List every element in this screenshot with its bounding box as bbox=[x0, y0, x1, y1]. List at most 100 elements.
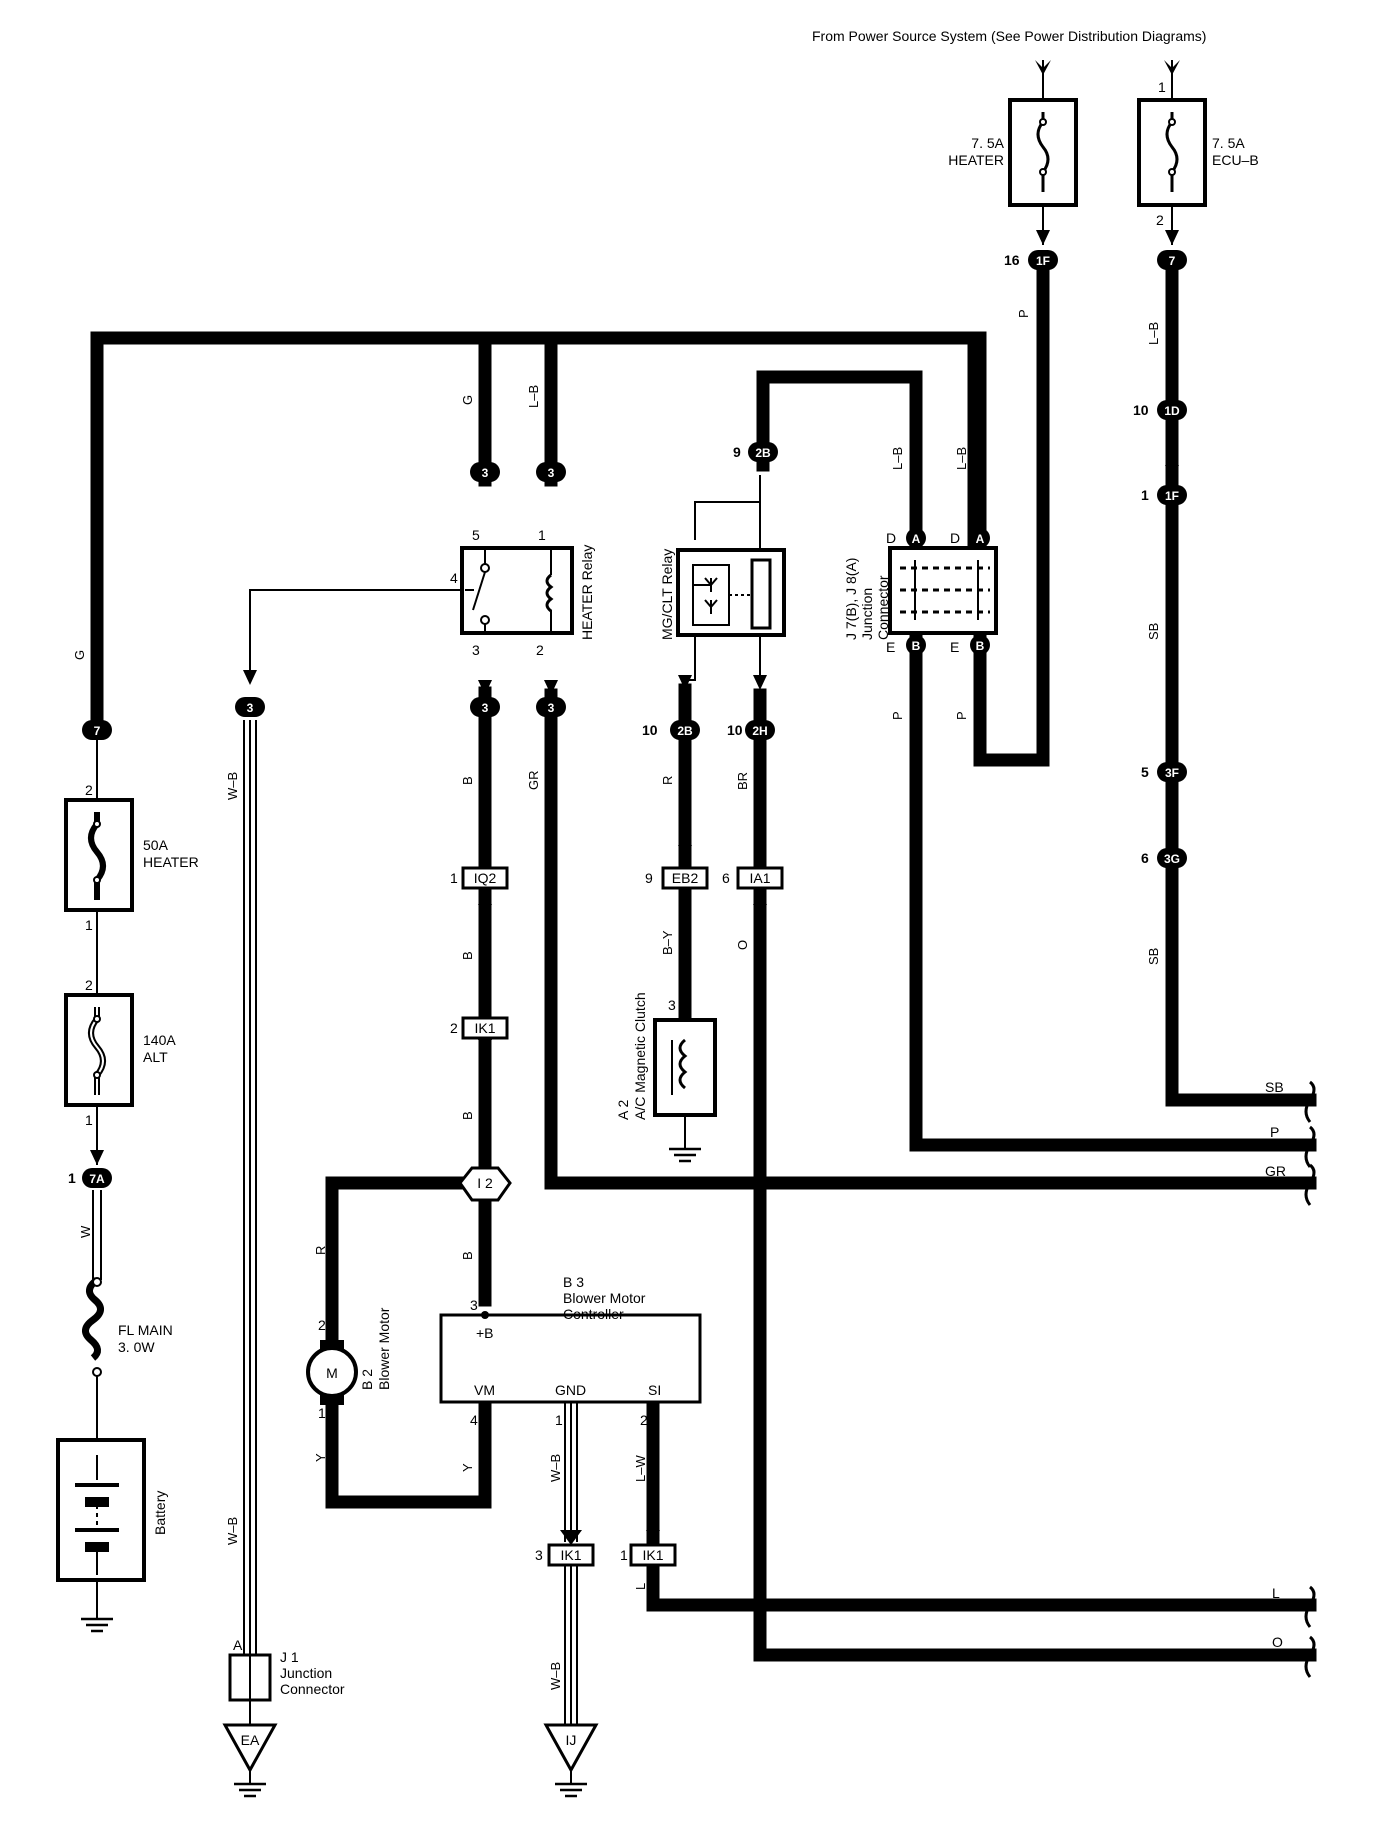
svg-text:R: R bbox=[313, 1246, 328, 1255]
fuse-alt-140a: 140A ALT bbox=[64, 993, 176, 1107]
svg-text:B: B bbox=[460, 1111, 475, 1120]
connector-7-left: 7 bbox=[82, 720, 112, 740]
pin-relay-1: 1 bbox=[538, 527, 546, 543]
svg-text:L–W: L–W bbox=[633, 1455, 648, 1482]
pin-j-e2: E bbox=[950, 639, 959, 655]
motor-symbol: M bbox=[326, 1365, 338, 1381]
svg-text:O: O bbox=[735, 940, 750, 950]
fuse-heater-7-5a-name: HEATER bbox=[948, 152, 1004, 168]
svg-text:B–Y: B–Y bbox=[660, 930, 675, 955]
svg-text:L–B: L–B bbox=[1146, 322, 1161, 345]
svg-text:3: 3 bbox=[482, 701, 489, 715]
controller-name2: Controller bbox=[563, 1306, 624, 1322]
mg-clt-relay-label: MG/CLT Relay bbox=[659, 549, 675, 640]
svg-text:B: B bbox=[912, 639, 921, 653]
pin-ecu-b-in: 1 bbox=[1158, 79, 1166, 95]
pin-9-eb2: 9 bbox=[645, 870, 653, 886]
pin-1-iq2: 1 bbox=[450, 870, 458, 886]
svg-text:IK1: IK1 bbox=[560, 1547, 581, 1563]
j1-name1: Junction bbox=[280, 1665, 332, 1681]
ground-ij-icon bbox=[553, 1768, 589, 1798]
blower-motor: M B 2 Blower Motor bbox=[306, 1307, 392, 1405]
svg-text:B: B bbox=[460, 1251, 475, 1260]
connector-3-b: 3 bbox=[470, 697, 500, 717]
svg-text:I 2: I 2 bbox=[477, 1175, 493, 1191]
ground-ij-label: IJ bbox=[566, 1732, 577, 1748]
svg-text:GR: GR bbox=[526, 771, 541, 791]
rect-connectors: EB2 IA1 IQ2 IK1 IK1 IK1 I 2 bbox=[458, 866, 784, 1567]
pin-j-d2: D bbox=[950, 530, 960, 546]
pin-ecu-b-out: 2 bbox=[1156, 212, 1164, 228]
pin-si-2: 2 bbox=[640, 1412, 648, 1428]
pin-relay-2: 2 bbox=[536, 642, 544, 658]
svg-text:3: 3 bbox=[482, 466, 489, 480]
ac-clutch-name: A/C Magnetic Clutch bbox=[632, 992, 648, 1120]
svg-text:IK1: IK1 bbox=[474, 1020, 495, 1036]
ac-magnetic-clutch: A 2 A/C Magnetic Clutch bbox=[615, 992, 717, 1120]
svg-text:IA1: IA1 bbox=[749, 870, 770, 886]
svg-text:1F: 1F bbox=[1036, 254, 1050, 268]
svg-text:L–B: L–B bbox=[890, 447, 905, 470]
cont-l: L bbox=[1272, 1585, 1280, 1601]
connector-1f-mid: 1F bbox=[1157, 485, 1187, 505]
terminal-vm: VM bbox=[474, 1382, 495, 1398]
connector-7-ecu: 7 bbox=[1157, 250, 1187, 270]
svg-text:3F: 3F bbox=[1165, 766, 1179, 780]
connector-3f: 3F bbox=[1157, 762, 1187, 782]
fuse-heater-7-5a-rating: 7. 5A bbox=[971, 135, 1004, 151]
fuse-ecu-b-name: ECU–B bbox=[1212, 152, 1259, 168]
svg-text:3G: 3G bbox=[1164, 852, 1180, 866]
cont-sb: SB bbox=[1265, 1079, 1284, 1095]
svg-text:A: A bbox=[912, 532, 921, 546]
connector-ik1-b: IK1 bbox=[547, 1543, 595, 1567]
svg-text:Y: Y bbox=[460, 1463, 475, 1472]
junction-connector-j1: J 1 Junction Connector bbox=[228, 1649, 345, 1702]
svg-text:2B: 2B bbox=[755, 446, 771, 460]
ground-ea-label: EA bbox=[241, 1732, 260, 1748]
svg-text:EB2: EB2 bbox=[672, 870, 699, 886]
ground-ea: EA bbox=[222, 1723, 278, 1774]
pin-6-ia1: 6 bbox=[722, 870, 730, 886]
pin-3-ik1: 3 bbox=[535, 1547, 543, 1563]
connector-3-lb: 3 bbox=[536, 462, 566, 482]
connector-3-g: 3 bbox=[470, 462, 500, 482]
connector-7a: 7A bbox=[82, 1168, 112, 1188]
j1-code: J 1 bbox=[280, 1649, 299, 1665]
battery-label: Battery bbox=[152, 1491, 168, 1535]
svg-text:W–B: W–B bbox=[225, 1517, 240, 1545]
svg-text:SB: SB bbox=[1146, 623, 1161, 640]
junction-j7-j8-line3: Connector bbox=[875, 575, 891, 640]
fuse-ecu-b: 7. 5A ECU–B bbox=[1137, 98, 1259, 207]
connector-2b: 2B bbox=[670, 720, 700, 740]
svg-text:A: A bbox=[976, 532, 985, 546]
svg-text:W: W bbox=[78, 1225, 93, 1238]
connector-2b-top: 2B bbox=[748, 442, 778, 462]
connector-1f-top: 1F bbox=[1028, 250, 1058, 270]
blower-motor-code: B 2 bbox=[359, 1369, 375, 1390]
ground-ij: IJ bbox=[543, 1723, 599, 1774]
mg-clt-relay: MG/CLT Relay bbox=[659, 548, 786, 640]
pin-140a-2: 2 bbox=[85, 977, 93, 993]
svg-text:W–B: W–B bbox=[225, 772, 240, 800]
pin-vm-4: 4 bbox=[470, 1412, 478, 1428]
heater-relay-label: HEATER Relay bbox=[579, 545, 595, 640]
pin-j1-a: A bbox=[233, 1637, 243, 1653]
pin-relay-3: 3 bbox=[472, 642, 480, 658]
pin-10-2h: 10 bbox=[727, 722, 743, 738]
circle-connectors: 1F 7 1D 1F 3F 3G 2B 2B 2H 3 3 3 3 3 7 7A… bbox=[82, 250, 1187, 1188]
pin-50a-1: 1 bbox=[85, 917, 93, 933]
blower-motor-controller: B 3 Blower Motor Controller +B VM GND SI bbox=[439, 1274, 702, 1404]
header-text: From Power Source System (See Power Dist… bbox=[812, 28, 1206, 44]
svg-text:2B: 2B bbox=[677, 724, 693, 738]
fl-main-rating: 3. 0W bbox=[118, 1339, 155, 1355]
wire-continuations bbox=[1304, 1080, 1316, 1678]
svg-text:7: 7 bbox=[94, 724, 101, 738]
fuse-heater-50a: 50A HEATER bbox=[64, 798, 199, 912]
pin-5-3f: 5 bbox=[1141, 764, 1149, 780]
svg-text:B: B bbox=[460, 776, 475, 785]
connector-3-gr: 3 bbox=[536, 697, 566, 717]
fuse-50a-rating: 50A bbox=[143, 837, 169, 853]
svg-text:IK1: IK1 bbox=[642, 1547, 663, 1563]
junction-j7-j8-line2: Junction bbox=[859, 588, 875, 640]
